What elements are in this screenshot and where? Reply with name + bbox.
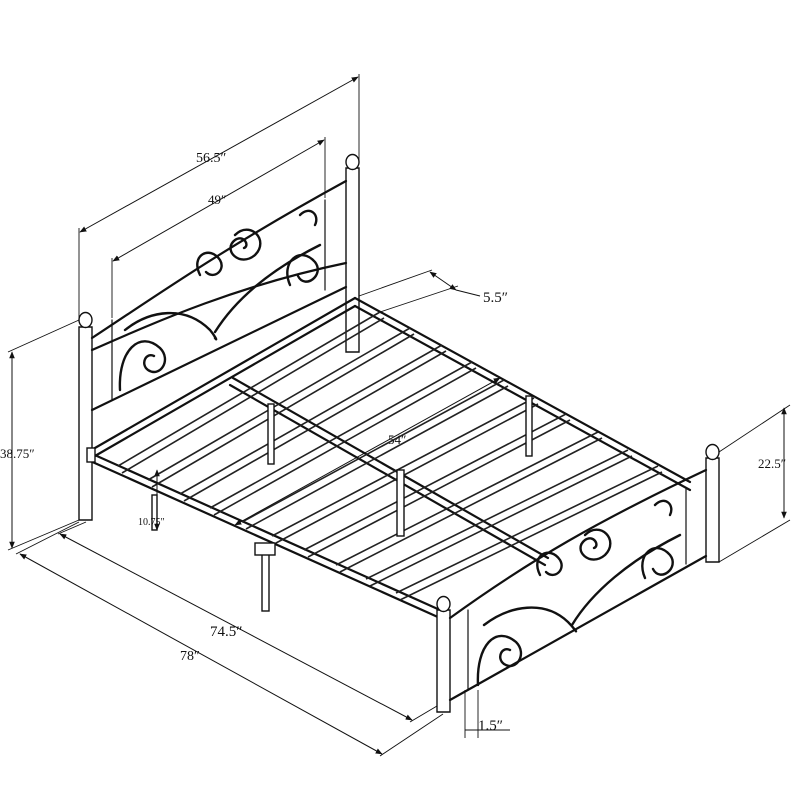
footboard-left-post	[436, 609, 451, 713]
footboard-right-post-cap	[705, 443, 720, 461]
footboard-bottom-rail	[448, 554, 708, 702]
headboard-bottom-rail	[90, 285, 348, 412]
label-post-width: 5.5″	[483, 290, 508, 306]
dim-line-headboard-inner-width	[112, 139, 325, 262]
headboard-left-post-cap	[78, 311, 93, 329]
label-total-length: 78″	[180, 649, 200, 664]
label-headboard-outer-width: 56.5″	[196, 151, 227, 166]
label-headboard-inner-width: 49″	[208, 192, 226, 207]
footboard-scroll-ornament	[476, 499, 682, 687]
center-leg-front	[261, 552, 270, 612]
head-rail	[86, 296, 357, 454]
headboard-right-post-cap	[345, 153, 360, 171]
slats	[117, 311, 663, 601]
dim-line-bed-width	[234, 377, 501, 526]
bed-frame	[86, 296, 692, 620]
footboard	[436, 443, 720, 713]
headboard-right-post	[345, 167, 360, 353]
label-headboard-height: 38.75″	[0, 446, 35, 461]
label-inner-length: 74.5″	[210, 624, 243, 640]
headboard-left-post	[78, 326, 93, 521]
footboard-top-rail	[448, 468, 708, 620]
right-side-rail	[353, 296, 692, 484]
dim-line-total-length	[19, 553, 383, 755]
label-footboard-height: 22.5″	[758, 456, 786, 471]
label-tube-width: 1.5″	[478, 718, 503, 734]
dimension-lines	[7, 74, 791, 757]
label-bed-width: 54″	[388, 432, 406, 447]
footboard-right-post	[705, 457, 720, 563]
label-under-bed-clearance: 10.75″	[138, 517, 165, 528]
footboard-left-post-cap	[436, 595, 451, 613]
